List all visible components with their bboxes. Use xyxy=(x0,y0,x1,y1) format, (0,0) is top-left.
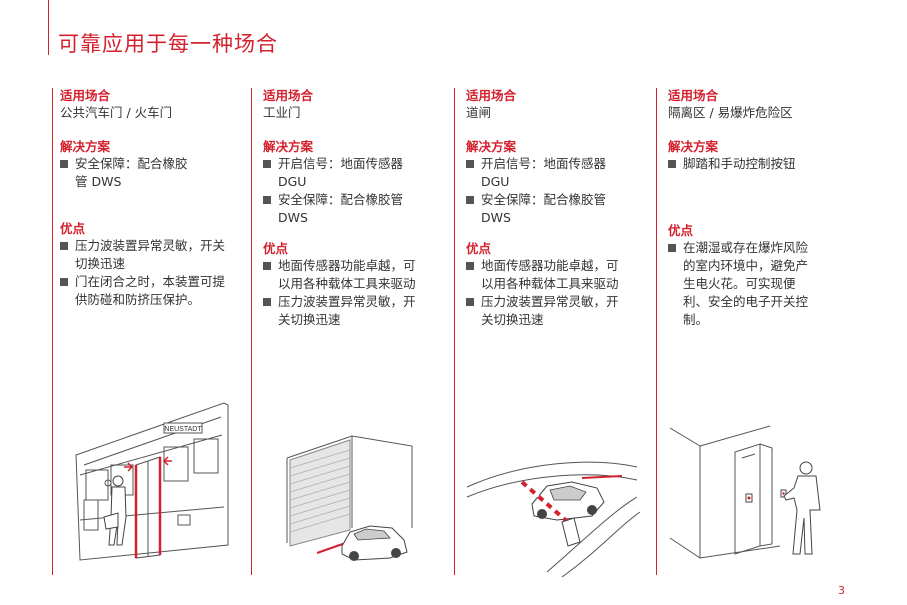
solution-list: 开启信号：地面传感器 DGU 安全保障：配合橡胶管DWS xyxy=(263,155,408,227)
solution-list: 脚踏和手动控制按钮 xyxy=(668,155,813,173)
solution-item: 脚踏和手动控制按钮 xyxy=(668,155,813,173)
advantage-item: 压力波装置异常灵敏，开关切换迅速 xyxy=(263,293,418,329)
advantage-heading: 优点 xyxy=(668,223,694,238)
solution-list: 开启信号：地面传感器DGU 安全保障：配合橡胶管DWS xyxy=(466,155,611,227)
advantage-heading: 优点 xyxy=(263,241,289,256)
application-text: 工业门 xyxy=(263,105,301,120)
column-barrier-gate: 适用场合 道闸 解决方案 开启信号：地面传感器DGU 安全保障：配合橡胶管DWS… xyxy=(466,87,621,329)
solution-list: 安全保障：配合橡胶管 DWS xyxy=(60,155,190,191)
column-rule xyxy=(52,88,53,575)
advantage-item: 在潮湿或存在爆炸风险的室内环境中，避免产生电火花。可实现便利、安全的电子开关控制… xyxy=(668,239,808,329)
person-figure xyxy=(783,461,821,555)
advantage-item: 地面传感器功能卓越，可以用各种载体工具来驱动 xyxy=(466,257,621,293)
destination-sign: NEUSTADT xyxy=(164,426,202,433)
application-text: 道闸 xyxy=(466,105,492,120)
column-rule xyxy=(656,88,657,575)
column-isolation-zone: 适用场合 隔离区 / 易爆炸危险区 解决方案 脚踏和手动控制按钮 优点 在潮湿或… xyxy=(668,87,813,329)
page-title: 可靠应用于每一种场合 xyxy=(58,32,278,57)
solution-item: 开启信号：地面传感器DGU xyxy=(466,155,611,191)
column-rule xyxy=(251,88,252,575)
car-icon xyxy=(531,481,605,521)
application-heading: 适用场合 xyxy=(60,88,111,103)
advantage-heading: 优点 xyxy=(60,221,86,236)
advantage-list: 在潮湿或存在爆炸风险的室内环境中，避免产生电火花。可实现便利、安全的电子开关控制… xyxy=(668,239,808,329)
advantage-heading: 优点 xyxy=(466,241,492,256)
page-number: 3 xyxy=(838,584,845,597)
advantage-list: 压力波装置异常灵敏，开关切换迅速 门在闭合之时，本装置可提供防碰和防挤压保护。 xyxy=(60,237,230,309)
advantage-item: 门在闭合之时，本装置可提供防碰和防挤压保护。 xyxy=(60,273,230,309)
advantage-list: 地面传感器功能卓越，可以用各种载体工具来驱动 压力波装置异常灵敏，开关切换迅速 xyxy=(466,257,621,329)
advantage-item: 地面传感器功能卓越，可以用各种载体工具来驱动 xyxy=(263,257,418,293)
advantage-item: 压力波装置异常灵敏，开关切换迅速 xyxy=(466,293,621,329)
column-rule xyxy=(454,88,455,575)
car-icon xyxy=(341,525,408,561)
solution-item: 安全保障：配合橡胶管 DWS xyxy=(60,155,190,191)
solution-heading: 解决方案 xyxy=(60,139,111,154)
solution-item: 安全保障：配合橡胶管DWS xyxy=(466,191,611,227)
application-text: 公共汽车门 / 火车门 xyxy=(60,105,173,120)
barrier-gate-illustration xyxy=(466,461,641,577)
solution-heading: 解决方案 xyxy=(668,139,719,154)
solution-item: 安全保障：配合橡胶管DWS xyxy=(263,191,408,227)
column-industrial-door: 适用场合 工业门 解决方案 开启信号：地面传感器 DGU 安全保障：配合橡胶管D… xyxy=(263,87,418,329)
title-rule xyxy=(48,0,49,55)
application-heading: 适用场合 xyxy=(668,88,719,103)
bus-door-illustration: NEUSTADT xyxy=(75,402,229,561)
passenger-figure xyxy=(103,475,127,546)
advantage-item: 压力波装置异常灵敏，开关切换迅速 xyxy=(60,237,230,273)
column-bus-train-door: 适用场合 公共汽车门 / 火车门 解决方案 安全保障：配合橡胶管 DWS 优点 … xyxy=(60,87,230,309)
application-heading: 适用场合 xyxy=(263,88,314,103)
application-text: 隔离区 / 易爆炸危险区 xyxy=(668,105,793,120)
advantage-list: 地面传感器功能卓越，可以用各种载体工具来驱动 压力波装置异常灵敏，开关切换迅速 xyxy=(263,257,418,329)
solution-item: 开启信号：地面传感器 DGU xyxy=(263,155,408,191)
application-heading: 适用场合 xyxy=(466,88,517,103)
solution-heading: 解决方案 xyxy=(263,139,314,154)
isolation-zone-illustration xyxy=(669,425,821,559)
solution-heading: 解决方案 xyxy=(466,139,517,154)
industrial-door-illustration xyxy=(286,435,413,561)
